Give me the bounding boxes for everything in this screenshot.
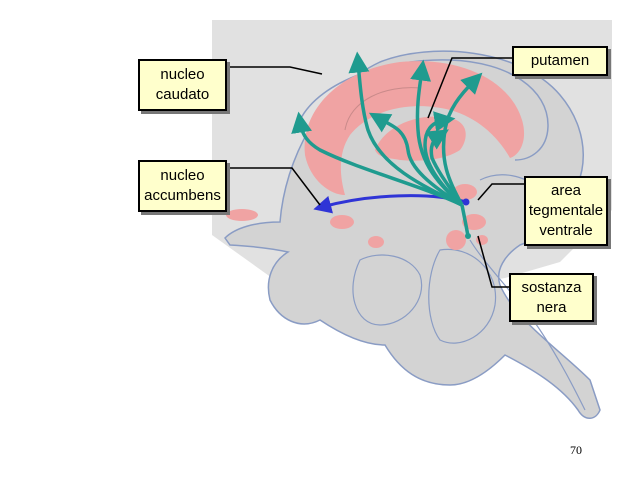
- midbrain-nucleus-shape: [446, 230, 466, 250]
- nigrostriatal-pathways: [291, 51, 483, 237]
- cerebellum-outline: [352, 254, 423, 326]
- olfactory-nucleus-shape: [226, 209, 258, 221]
- label-sostanza-nera: sostanza nera: [509, 273, 594, 322]
- label-putamen-text: putamen: [530, 52, 590, 69]
- substantia-nigra-origin-dot: [465, 233, 471, 239]
- pathway-branch-7: [425, 129, 464, 207]
- label-sostanza-nera-text: sostanza nera: [521, 278, 582, 316]
- hypothalamic-nucleus-shape: [368, 236, 384, 248]
- leader-caudato: [227, 66, 323, 75]
- pathway-branch-2: [348, 51, 463, 207]
- leader-accumbens: [227, 167, 321, 206]
- brainstem-outline: [469, 239, 586, 411]
- pons-outline: [428, 248, 497, 344]
- vta-origin-dot: [462, 198, 470, 206]
- leader-nera: [477, 235, 509, 288]
- label-nucleo-caudato: nucleo caudato: [138, 59, 227, 111]
- leader-lines: [227, 57, 524, 288]
- pathway-branch-5: [423, 111, 464, 207]
- leader-putamen: [427, 57, 512, 119]
- substantia-nigra-shape: [462, 214, 486, 230]
- inner-curve: [344, 87, 421, 131]
- pathway-branch-1: [291, 111, 463, 207]
- page-number: 70: [570, 443, 582, 457]
- label-nucleo-accumbens: nucleo accumbens: [138, 160, 227, 212]
- label-nucleo-accumbens-text: nucleo accumbens: [144, 167, 221, 204]
- pathway-branch-3: [368, 112, 463, 207]
- corpus-callosum-outline: [299, 59, 549, 161]
- label-area-tegmentale-ventrale: area tegmentale ventrale: [524, 176, 608, 246]
- label-area-tegmentale-ventrale-text: area tegmentale ventrale: [528, 182, 604, 239]
- leader-vta: [477, 183, 524, 201]
- septal-nucleus-shape: [330, 215, 354, 229]
- label-nucleo-caudato-text: nucleo caudato: [155, 66, 210, 103]
- label-putamen: putamen: [512, 46, 608, 76]
